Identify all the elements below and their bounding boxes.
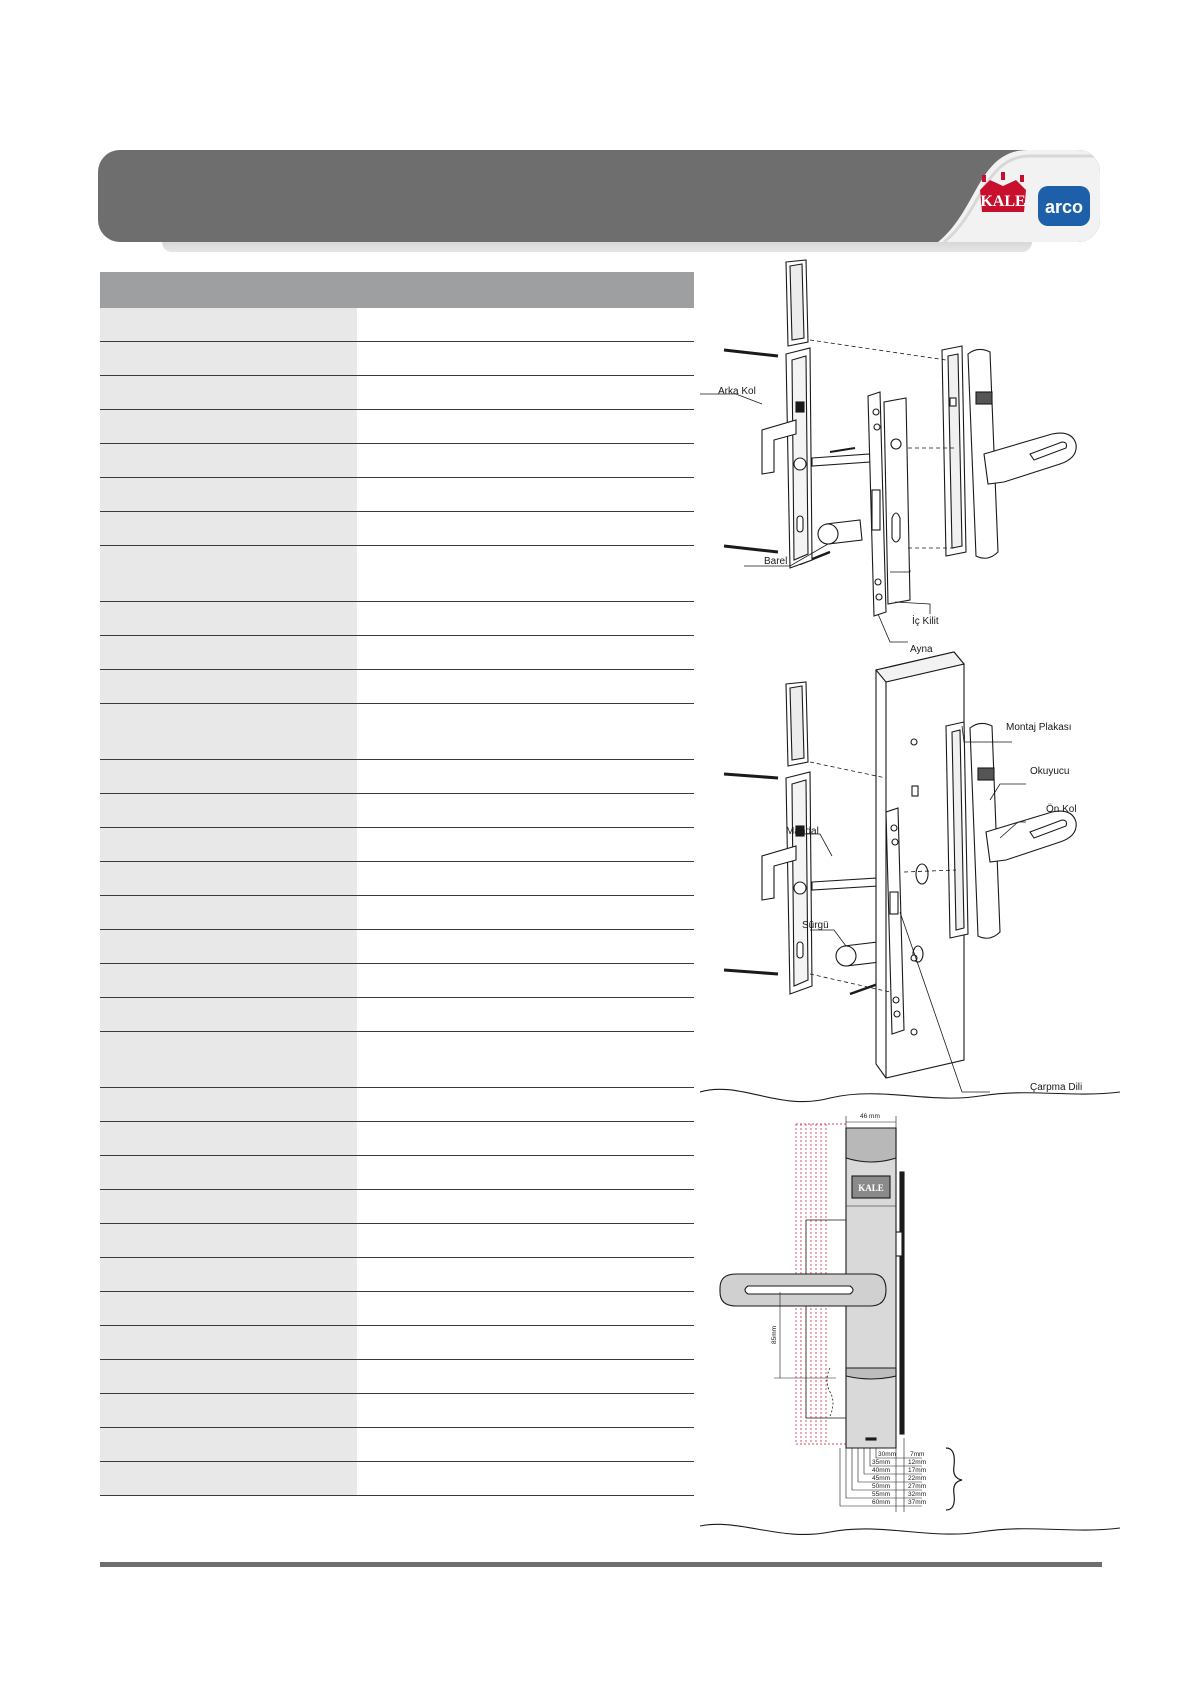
dim-backset-35: 35mm xyxy=(872,1459,890,1466)
table-header xyxy=(100,272,694,308)
table-row xyxy=(100,930,694,964)
label-arka-kol: Arka Kol xyxy=(718,386,756,397)
kale-logo-text: KALE xyxy=(980,193,1025,210)
lock-exploded-diagram: Arka Kol Barel İç Kilit Ayna xyxy=(700,259,1120,1536)
header-banner xyxy=(98,150,1100,242)
logo-panel xyxy=(938,150,1100,242)
table-row xyxy=(100,1428,694,1462)
footer-rule xyxy=(100,1562,1102,1567)
table-row xyxy=(100,1156,694,1190)
label-on-kol: Ön Kol xyxy=(1046,803,1077,815)
label-ayna: Ayna xyxy=(910,644,933,655)
kale-logo: KALE xyxy=(980,172,1026,212)
table-row xyxy=(100,1462,694,1496)
label-barel: Barel xyxy=(764,556,787,567)
table-row xyxy=(100,546,694,602)
table-row xyxy=(100,444,694,478)
arco-logo-text: arco xyxy=(1045,197,1083,217)
table-row xyxy=(100,704,694,760)
table-row xyxy=(100,670,694,704)
table-row xyxy=(100,828,694,862)
dim-thickness-32: 32mm xyxy=(908,1491,926,1498)
table-row xyxy=(100,636,694,670)
table-row xyxy=(100,1088,694,1122)
dim-backset-45: 45mm xyxy=(872,1475,890,1482)
top-exploded-view xyxy=(700,259,1077,643)
dim-thickness-12: 12mm xyxy=(908,1459,926,1466)
table-row xyxy=(100,1292,694,1326)
label-montaj-plakasi: Montaj Plakası xyxy=(1006,722,1072,733)
table-row xyxy=(100,478,694,512)
table-row xyxy=(100,964,694,998)
dim-backset-55: 55mm xyxy=(872,1491,890,1498)
table-row xyxy=(100,1326,694,1360)
label-okuyucu: Okuyucu xyxy=(1030,766,1069,777)
dim-backset-40: 40mm xyxy=(872,1467,890,1474)
dim-height: 85mm xyxy=(771,1326,778,1344)
plate-kale-logo: KALE xyxy=(858,1183,884,1193)
table-row xyxy=(100,1394,694,1428)
table-row xyxy=(100,862,694,896)
dim-thickness-17: 17mm xyxy=(908,1467,926,1474)
table-row xyxy=(100,512,694,546)
table-row xyxy=(100,760,694,794)
table-row xyxy=(100,998,694,1032)
label-ic-kilit: İç Kilit xyxy=(912,614,939,627)
label-surgu: Sürgü xyxy=(802,920,829,931)
dim-backset-30: 30mm xyxy=(878,1451,896,1458)
table-row xyxy=(100,1032,694,1088)
dim-thickness-22: 22mm xyxy=(908,1475,926,1482)
table-row xyxy=(100,1122,694,1156)
dim-thickness-37: 37mm xyxy=(908,1499,926,1506)
label-carpma-dili: Çarpma Dili xyxy=(1030,1082,1082,1093)
dim-backset-60: 60mm xyxy=(872,1499,890,1506)
table-row xyxy=(100,896,694,930)
dim-thickness-27: 27mm xyxy=(908,1483,926,1490)
table-row xyxy=(100,1360,694,1394)
label-mandal: Mandal xyxy=(786,826,819,837)
bottom-dimension-view: KALE xyxy=(700,1116,1120,1536)
arco-logo: arco xyxy=(1038,186,1090,226)
table-row xyxy=(100,602,694,636)
table-row xyxy=(100,1190,694,1224)
table-row xyxy=(100,794,694,828)
table-row xyxy=(100,1224,694,1258)
dim-width: 46 mm xyxy=(860,1113,880,1120)
table-row xyxy=(100,410,694,444)
dim-thickness-7: 7mm xyxy=(910,1451,924,1458)
table-row xyxy=(100,308,694,342)
middle-assembly-view xyxy=(700,651,1120,1103)
spec-table xyxy=(100,272,694,1496)
table-row xyxy=(100,342,694,376)
dim-backset-50: 50mm xyxy=(872,1483,890,1490)
table-row xyxy=(100,376,694,410)
table-row xyxy=(100,1258,694,1292)
